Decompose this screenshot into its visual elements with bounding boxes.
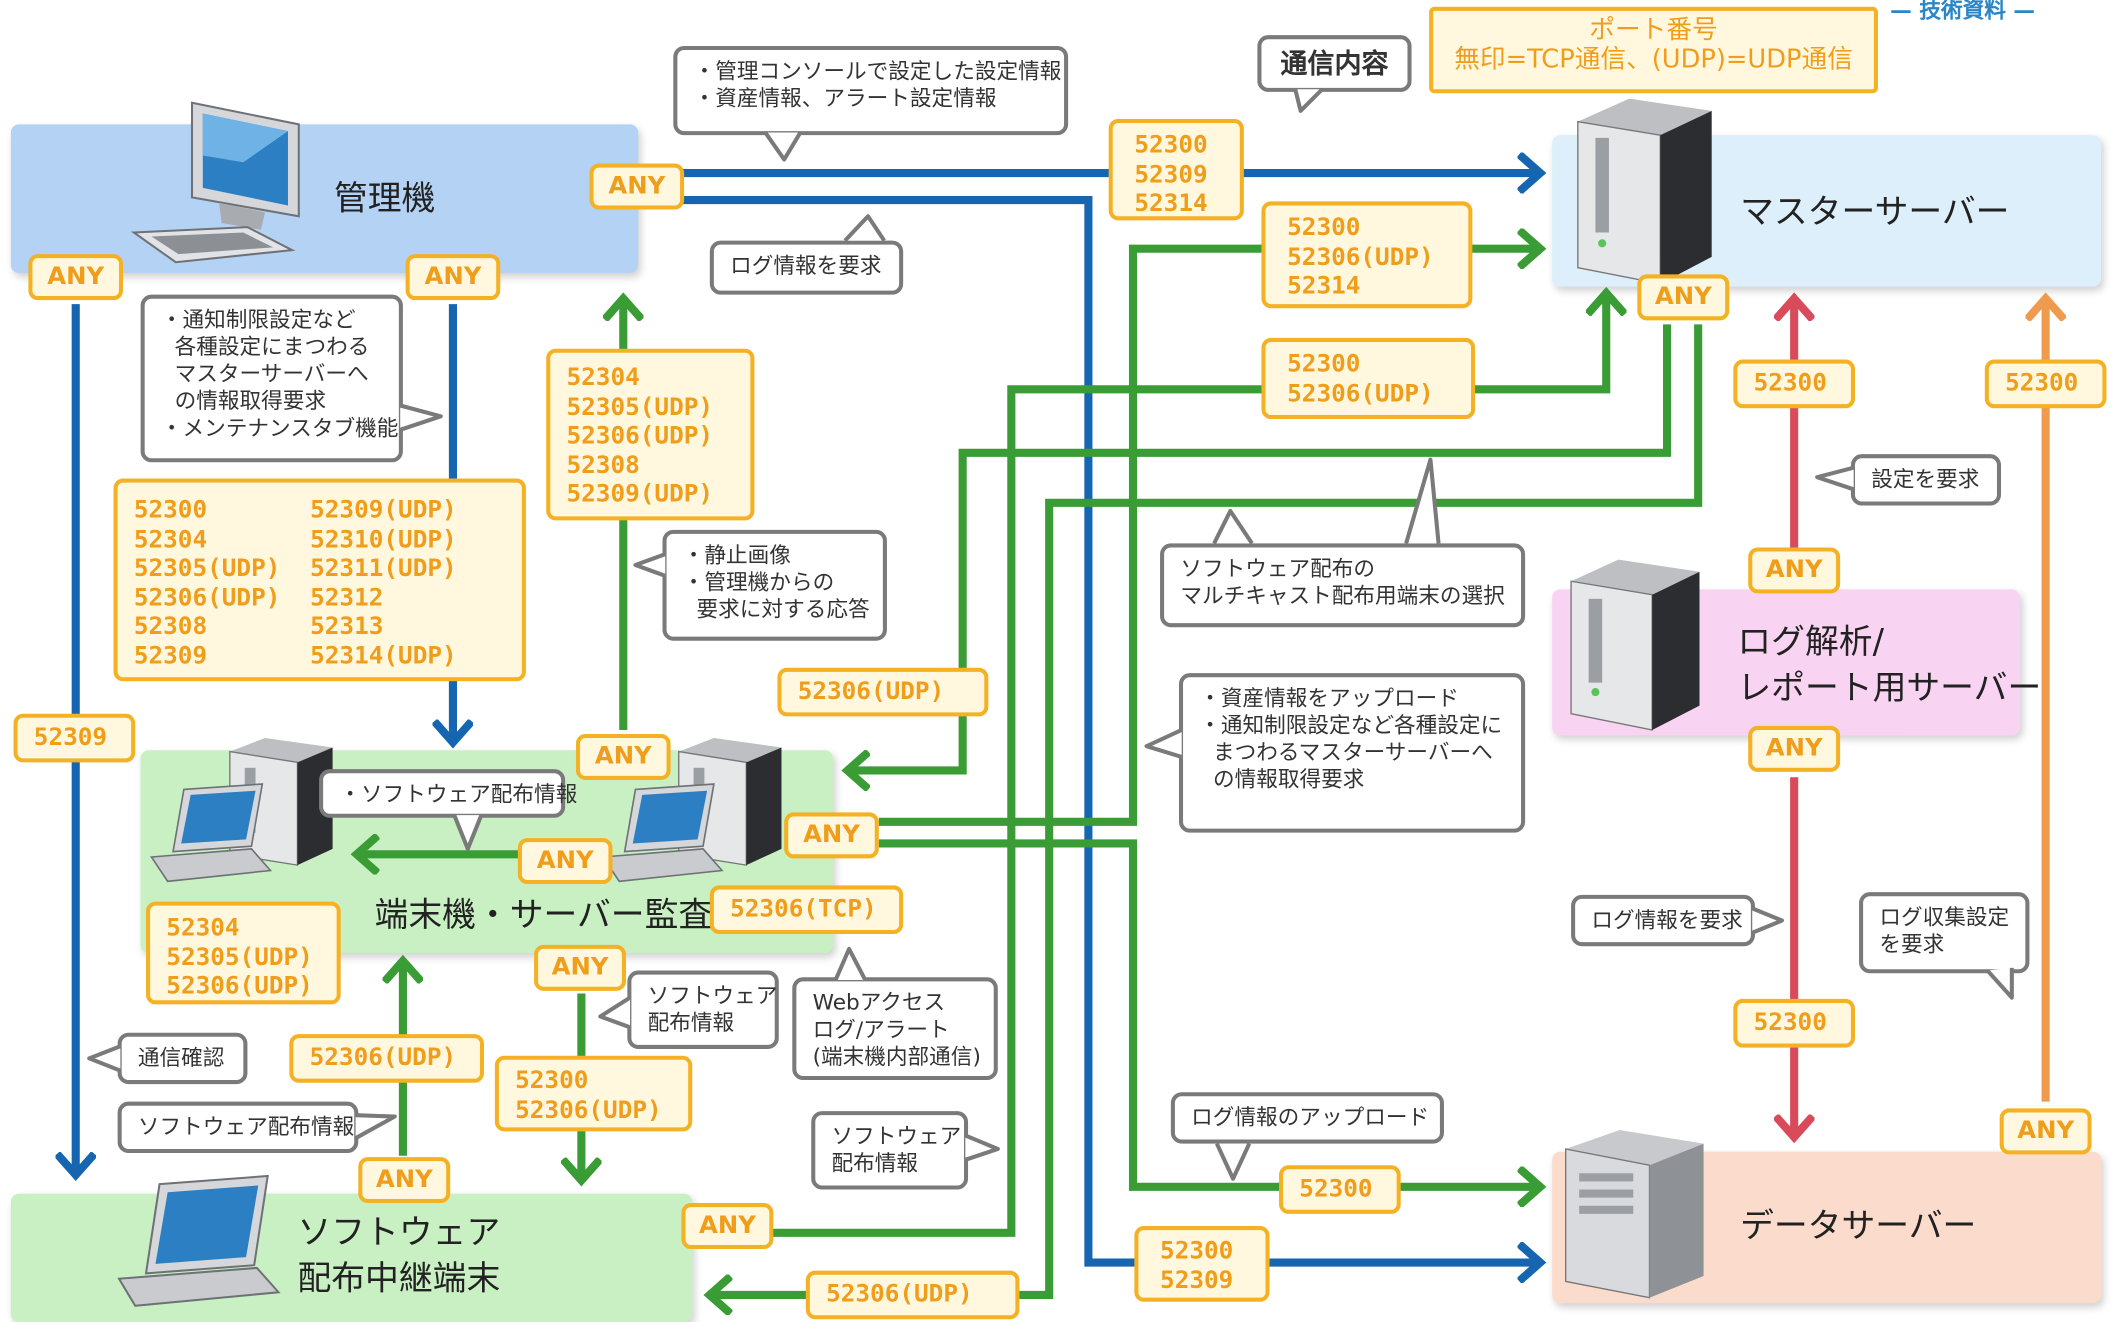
laptop-icon — [601, 783, 724, 883]
tail-web-access — [833, 946, 868, 981]
callout-sw-dist-info-bottom: ソフトウェア配布情報 — [117, 1101, 359, 1154]
laptop-icon — [149, 783, 273, 883]
arrow-relay-to-master — [763, 295, 1606, 1237]
master-to-relay-port: 52306(UDP) — [805, 1270, 1020, 1319]
callout-log-upload: ログ情報のアップロード — [1170, 1092, 1444, 1144]
desktop-pc-icon — [130, 101, 300, 264]
agent-any-top: ANY — [575, 733, 671, 780]
callout-comm-check: 通信確認 — [117, 1032, 248, 1085]
admin-any-left: ANY — [28, 254, 124, 300]
relay-to-agent-port: 52306(UDP) — [289, 1034, 485, 1083]
laptop-icon — [117, 1174, 281, 1307]
relay-any: ANY — [358, 1157, 451, 1203]
callout-notify: ・通知制限設定など 各種設定にまつわる マスターサーバーへ の情報取得要求 ・メ… — [140, 294, 403, 463]
tail-still-image — [633, 552, 666, 578]
logsrv-any-bottom: ANY — [1748, 725, 1841, 772]
tail-log-collect — [1985, 967, 2014, 1000]
tail-log-info-request — [1751, 906, 1785, 935]
callout-web-access: Webアクセス ログ/アラート (端末機内部通信) — [792, 977, 998, 1081]
tower-server-icon — [1570, 559, 1700, 731]
tail-log-request — [843, 214, 886, 243]
tail-multicast-right — [1404, 457, 1441, 544]
port-legend: ポート番号 無印=TCP通信、(UDP)=UDP通信 — [1429, 6, 1878, 94]
relay-node — [10, 1193, 693, 1322]
relay-any-right: ANY — [681, 1203, 774, 1249]
comm-content-label: 通信内容 — [1257, 35, 1412, 92]
callout-admin-settings: ・管理コンソールで設定した設定情報 ・資産情報、アラート設定情報 — [673, 45, 1069, 136]
tail-sw-dist-info-bottom — [354, 1113, 397, 1140]
relay-to-master-ports: 52300 52306(UDP) — [1261, 337, 1476, 420]
tail-sw-dist-info — [452, 814, 484, 851]
tail-notify — [399, 403, 443, 432]
logsrv-data-port: 52300 — [1733, 998, 1855, 1047]
tail-asset-upload — [1144, 728, 1183, 759]
relay-label: ソフトウェア 配布中継端末 — [297, 1212, 501, 1298]
agent-left-ports: 52304 52305(UDP) 52306(UDP) — [146, 901, 341, 1005]
arrow-master-to-agent — [849, 324, 1672, 770]
callout-log-collect: ログ収集設定 を要求 — [1859, 892, 2030, 974]
callout-sw-dist-info-mid: ソフトウェア 配布情報 — [627, 970, 779, 1049]
callout-log-request: ログ情報を要求 — [709, 240, 904, 295]
legend-description: 無印=TCP通信、(UDP)=UDP通信 — [1454, 44, 1853, 75]
admin-label: 管理機 — [333, 178, 436, 218]
admin-any-right: ANY — [589, 163, 685, 209]
callout-log-info-request: ログ情報を要求 — [1571, 894, 1755, 947]
tail-log-upload — [1214, 1142, 1252, 1181]
data-label: データサーバー — [1740, 1205, 1977, 1245]
callout-still-image: ・静止画像 ・管理機からの 要求に対する応答 — [662, 529, 887, 641]
admin-node — [10, 124, 639, 274]
tail-sw-dist-info-low — [964, 1133, 1000, 1162]
agent-to-data-port: 52300 — [1279, 1165, 1401, 1214]
admin-to-data-ports: 52300 52309 — [1134, 1226, 1270, 1302]
logsrv-any-top: ANY — [1748, 547, 1841, 593]
tower-server-icon — [1577, 98, 1712, 285]
admin-agent-ports: 52300 52304 52305(UDP) 52306(UDP) 52308 … — [113, 478, 526, 682]
callout-asset-upload: ・資産情報をアップロード ・通知制限設定など各種設定に まつわるマスターサーバー… — [1178, 673, 1526, 833]
tail-sw-dist-info-mid — [598, 995, 632, 1030]
arrow-admin-to-data — [682, 196, 1539, 1262]
big-port-col2: 52309(UDP) 52310(UDP) 52311(UDP) 52312 5… — [310, 496, 457, 670]
admin-any-mid: ANY — [405, 254, 501, 300]
tail-multicast-left — [1212, 508, 1254, 545]
master-to-agent-port: 52306(UDP) — [777, 667, 989, 716]
logsrv-label: ログ解析/ レポート用サーバー — [1737, 621, 2042, 707]
agent-any-down: ANY — [534, 944, 626, 991]
agent-internal-tcp: 52306(TCP) — [709, 885, 904, 934]
agent-label: 端末機・サーバー監査 — [374, 894, 713, 935]
tower-server-icon — [1564, 1130, 1704, 1299]
tail-comm-label — [1293, 87, 1324, 113]
agent-to-relay-ports: 52300 52306(UDP) — [494, 1055, 693, 1132]
agent-internal-any: ANY — [517, 838, 613, 884]
callout-sw-dist-info: ・ソフトウェア配布情報 — [319, 769, 577, 818]
tail-comm-check — [87, 1044, 122, 1073]
agent-to-master-ports: 52300 52306(UDP) 52314 — [1261, 201, 1473, 309]
agent-any-right: ANY — [784, 812, 879, 858]
port-52309-left: 52309 — [13, 713, 136, 762]
admin-to-master-ports: 52300 52309 52314 — [1108, 118, 1244, 221]
callout-sw-dist-info-low: ソフトウェア 配布情報 — [811, 1111, 969, 1190]
header-tag: — 技術資料 — — [1890, 0, 2036, 23]
orange-port: 52300 — [1984, 359, 2107, 408]
agent-to-admin-ports: 52304 52305(UDP) 52306(UDP) 52308 52309(… — [546, 348, 755, 521]
tail-admin-settings — [763, 131, 803, 162]
legend-title: ポート番号 — [1589, 14, 1718, 45]
logsrv-master-port: 52300 — [1733, 359, 1855, 408]
data-any: ANY — [1999, 1108, 2092, 1154]
master-label: マスターサーバー — [1740, 191, 2010, 232]
callout-multicast: ソフトウェア配布の マルチキャスト配布用端末の選択 — [1160, 543, 1526, 628]
tail-setting-request — [1815, 465, 1855, 492]
big-port-col1: 52300 52304 52305(UDP) 52306(UDP) 52308 … — [133, 496, 281, 670]
master-any: ANY — [1637, 274, 1730, 320]
